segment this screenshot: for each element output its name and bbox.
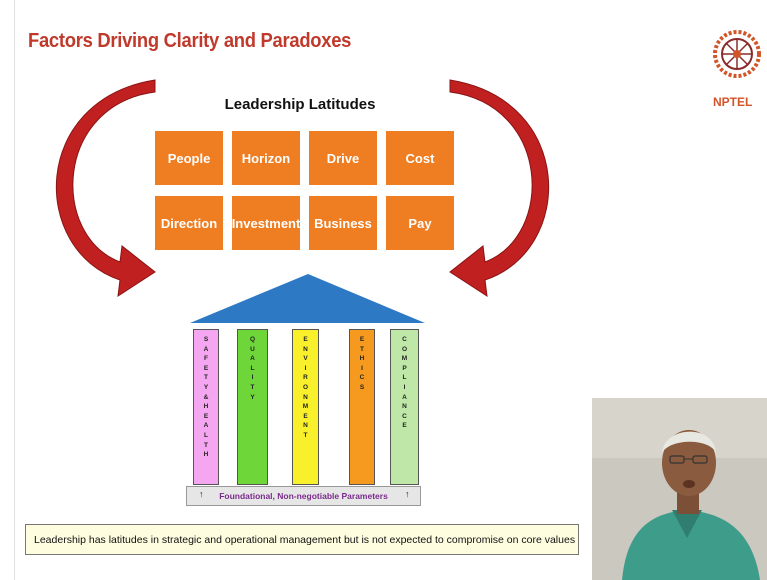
pillar-letter: P (402, 364, 407, 372)
latitude-box-people: People (155, 131, 223, 185)
pillar-letter: A (203, 345, 209, 353)
latitude-box-pay: Pay (386, 196, 454, 250)
slide-left-border (14, 0, 15, 580)
pillar-letter: O (302, 383, 309, 391)
pillar-letter: E (359, 336, 365, 343)
pillar-letter: E (303, 336, 308, 343)
pillar-letter: M (401, 355, 408, 363)
pillar-letter: I (361, 364, 363, 372)
pillar-letter: T (360, 345, 364, 353)
footnote-box: Leadership has latitudes in strategic an… (25, 524, 579, 555)
footnote-text: Leadership has latitudes in strategic an… (34, 533, 576, 546)
pillar-letter: C (402, 336, 407, 343)
pillar-letter: & (203, 393, 209, 401)
pillar-letter: E (203, 364, 209, 372)
pillar-letter: N (402, 403, 407, 411)
pillar-letter: T (250, 383, 255, 391)
pillar-letter: S (359, 383, 365, 391)
pillar-letter: O (401, 345, 408, 353)
pillar-letter: C (359, 374, 365, 382)
pillar-letter: V (303, 355, 308, 363)
latitude-box-drive: Drive (309, 131, 377, 185)
pillar-letter: T (204, 441, 208, 449)
nptel-logo-text: NPTEL (713, 95, 753, 109)
presenter-image (592, 398, 767, 580)
latitude-box-horizon: Horizon (232, 131, 300, 185)
pillar-letter: N (303, 393, 308, 401)
presenter-video (592, 398, 767, 580)
pillar-letter: S (203, 336, 209, 343)
pillar-letter: T (204, 374, 208, 382)
pillar-letter: I (304, 364, 307, 372)
pillar-letter: L (250, 364, 255, 372)
pillar-letter: A (402, 393, 407, 401)
pillar-letter: T (303, 431, 308, 439)
temple-roof (190, 274, 425, 323)
foundation-label: Foundational, Non-negotiable Parameters (219, 491, 388, 501)
pillar-letter: C (402, 412, 407, 420)
latitude-box-cost: Cost (386, 131, 454, 185)
pillar-letter: A (203, 422, 209, 430)
slide-title: Factors Driving Clarity and Paradoxes (28, 30, 352, 52)
pillar-letter: I (403, 383, 406, 391)
pillar-letter: H (203, 451, 209, 459)
pillar-letter: H (203, 403, 209, 411)
latitude-box-direction: Direction (155, 196, 223, 250)
pillar-letter: M (302, 403, 309, 411)
pillar-letter: A (250, 355, 255, 363)
pillar-letter: Q (249, 336, 256, 343)
pillar-letter: Y (203, 383, 209, 391)
pillar-letter: E (203, 412, 209, 420)
pillar-letter: I (251, 374, 254, 382)
pillar-letter: R (303, 374, 308, 382)
pillar-letter: L (402, 374, 407, 382)
pillar-letter: L (204, 431, 208, 439)
base-right-tick-icon: ↑ (405, 489, 410, 499)
pillar-letter: U (250, 345, 255, 353)
pillar-letter: F (204, 355, 208, 363)
latitude-box-investment: Investment (232, 196, 300, 250)
base-left-tick-icon: ↑ (199, 489, 204, 499)
pillar-letter: H (359, 355, 365, 363)
pillar-letter: N (303, 345, 308, 353)
foundation-base: Foundational, Non-negotiable Parameters (186, 486, 421, 506)
pillar-letter: E (303, 412, 308, 420)
pillar-letter: N (303, 422, 308, 430)
latitude-box-business: Business (309, 196, 377, 250)
nptel-logo-icon (713, 30, 761, 78)
pillar-letter: Y (250, 393, 255, 401)
latitudes-heading: Leadership Latitudes (224, 96, 376, 113)
pillar-letter: E (402, 422, 407, 430)
